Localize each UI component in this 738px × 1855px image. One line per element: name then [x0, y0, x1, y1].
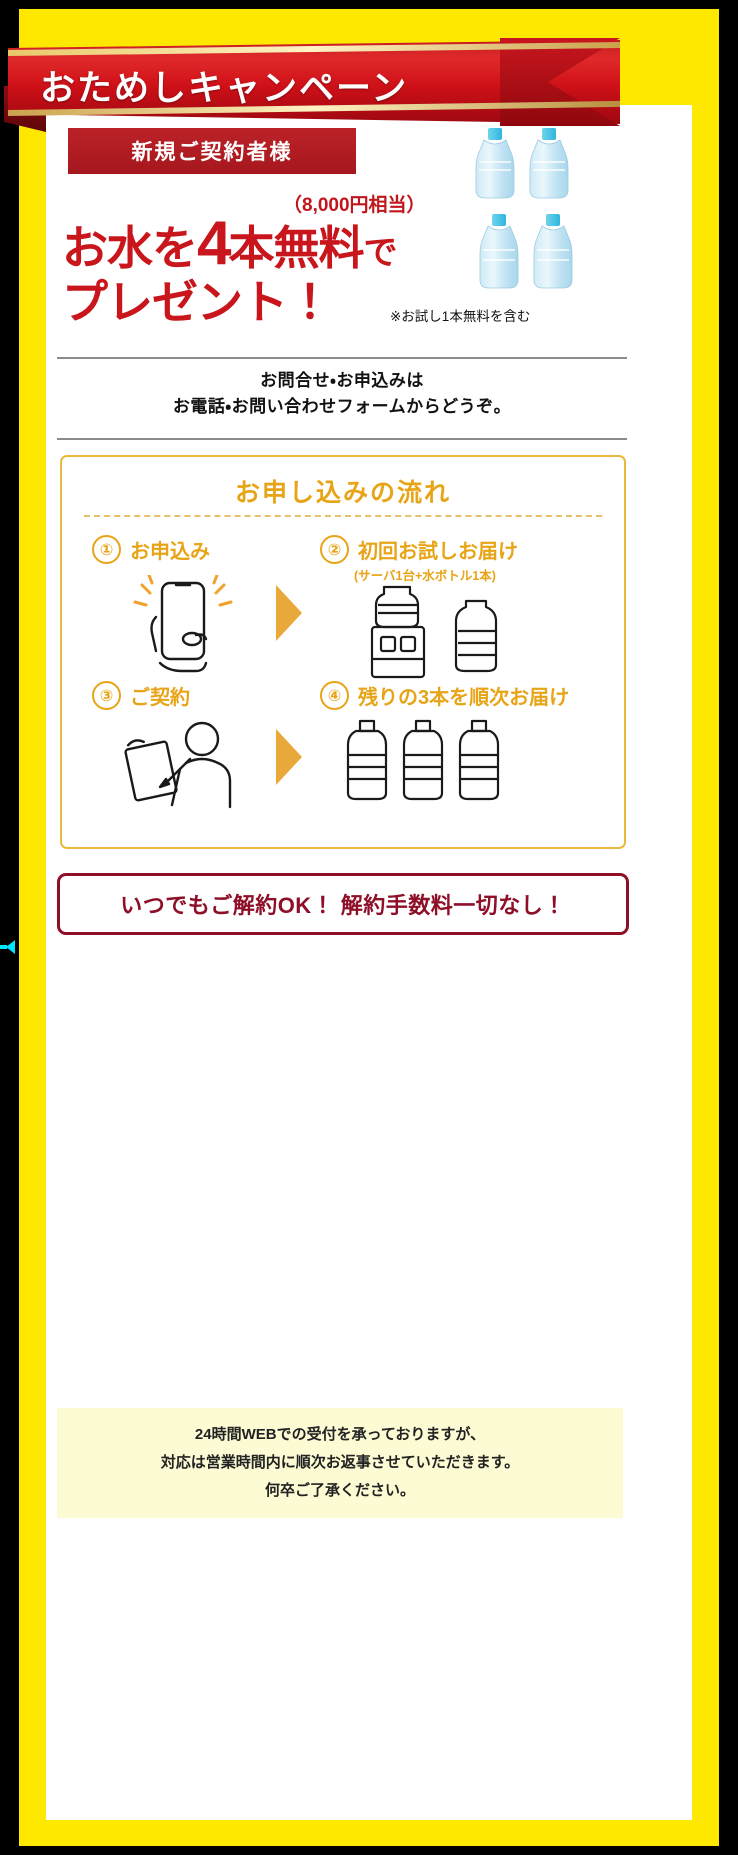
campaign-ribbon: おためしキャンペーン [0, 14, 738, 132]
flow-step-4-label: ④ 残りの3本を順次お届け [320, 681, 569, 710]
step-number-circle-1: ① [92, 535, 121, 564]
flow-step-3-label: ③ ご契約 [92, 681, 190, 710]
step-text-3: ご契約 [130, 687, 190, 709]
flow-arrow-2 [276, 729, 302, 785]
flow-step-2-label: ② 初回お試しお届け [320, 535, 518, 564]
footer-note-line-3: 何卒ご了承ください。 [264, 1481, 415, 1499]
flow-step-2-sub: (サーバ1台+水ボトル1本) [354, 569, 496, 583]
cancellation-banner: いつでもご解約OK！ 解約手数料一切なし！ [57, 873, 629, 935]
flow-arrow-1 [276, 585, 302, 641]
white-content-card [46, 105, 692, 1820]
price-equivalent-note: （8,000円相当） [283, 195, 426, 216]
step-number-circle-4: ④ [320, 681, 349, 710]
step-text-2: 初回お試しお届け [358, 541, 518, 563]
headline-line-2: プレゼント！ [62, 276, 333, 329]
contact-instructions: お問合せ・お申込みは お電話・お問い合わせフォームからどうぞ。 [57, 368, 627, 421]
step-number-circle-2: ② [320, 535, 349, 564]
footer-note-line-2: 対応は営業時間内に順次お返事させていただきます。 [160, 1454, 520, 1472]
main-headline: お水を4本無料で プレゼント！ [62, 212, 462, 326]
divider-bottom [57, 438, 627, 440]
water-bottles-illustration [470, 120, 620, 310]
flow-step-1: ① お申込み [92, 535, 210, 564]
headline-part-1: お水を [62, 222, 198, 274]
flow-step-2: ② 初回お試しお届け (サーバ1台+水ボトル1本) [320, 535, 518, 584]
footer-note-line-1: 24時間WEBでの受付を承っておりますが、 [194, 1426, 486, 1444]
flow-title: お申し込みの流れ [234, 479, 451, 507]
contract-signing-icon [120, 719, 260, 814]
trial-bottle-note: ※お試し1本無料を含む [390, 309, 531, 324]
new-contract-tag: 新規ご契約者様 [68, 128, 356, 174]
step-text-1: お申込み [130, 541, 210, 563]
flow-step-3: ③ ご契約 [92, 681, 190, 710]
bottles-svg [475, 128, 573, 289]
flow-step-1-label: ① お申込み [92, 535, 210, 564]
smartphone-hand-icon [126, 573, 254, 680]
step-text-4: 残りの3本を順次お届け [358, 687, 570, 709]
three-bottles-icon [342, 719, 522, 810]
divider-top [57, 357, 627, 359]
contact-line-1: お問合せ・お申込みは [260, 371, 424, 390]
ribbon-title: おためしキャンペーン [40, 67, 409, 109]
step-number-circle-3: ③ [92, 681, 121, 710]
water-server-and-bottle-icon [354, 583, 534, 686]
flow-dashed-divider [84, 515, 602, 517]
headline-part-3: で [363, 234, 397, 272]
flow-step-4: ④ 残りの3本を順次お届け [320, 681, 569, 710]
left-edge-arrow-icon [0, 938, 16, 956]
contact-line-2: お電話・お問い合わせフォームからどうぞ。 [172, 397, 512, 417]
footer-note: 24時間WEBでの受付を承っておりますが、 対応は営業時間内に順次お返事させてい… [57, 1408, 623, 1518]
headline-number: 4 [197, 209, 232, 278]
headline-part-2: 本無料 [228, 222, 364, 274]
application-flow-box: お申し込みの流れ ① お申込み [60, 455, 626, 849]
